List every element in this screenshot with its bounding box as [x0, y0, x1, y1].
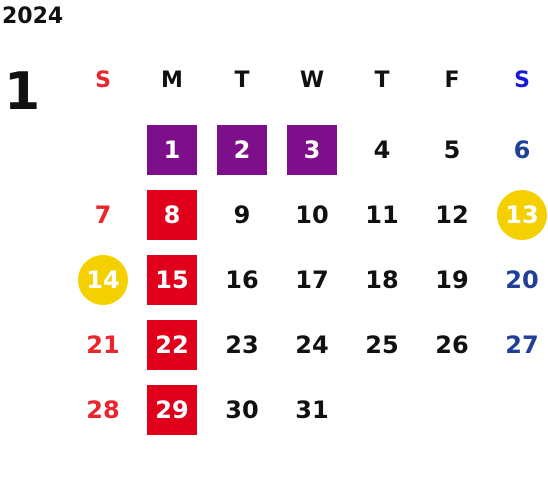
day-number: 8: [163, 201, 181, 229]
day-cell[interactable]: 16: [217, 255, 267, 305]
day-number: 22: [155, 331, 189, 359]
day-cell[interactable]: 24: [287, 320, 337, 370]
day-number: 7: [94, 201, 112, 229]
day-number: 19: [435, 266, 469, 294]
day-cell[interactable]: 8: [147, 190, 197, 240]
weekday-header: F: [444, 68, 460, 93]
weekday-header: S: [95, 68, 111, 93]
day-cell[interactable]: 15: [147, 255, 197, 305]
day-cell[interactable]: 10: [287, 190, 337, 240]
weekday-header: M: [161, 68, 183, 93]
day-cell[interactable]: 1: [147, 125, 197, 175]
day-cell[interactable]: 7: [78, 190, 128, 240]
day-number: 18: [365, 266, 399, 294]
weekday-header: S: [514, 68, 530, 93]
day-cell[interactable]: 31: [287, 385, 337, 435]
day-number: 16: [225, 266, 259, 294]
day-number: 9: [233, 201, 251, 229]
day-cell[interactable]: 27: [497, 320, 547, 370]
day-number: 17: [295, 266, 329, 294]
day-cell[interactable]: 23: [217, 320, 267, 370]
day-number: 30: [225, 396, 259, 424]
day-cell[interactable]: 25: [357, 320, 407, 370]
day-cell[interactable]: 19: [427, 255, 477, 305]
day-cell[interactable]: 2: [217, 125, 267, 175]
day-cell[interactable]: 28: [78, 385, 128, 435]
day-number: 24: [295, 331, 329, 359]
day-number: 10: [295, 201, 329, 229]
year-label: 2024: [2, 4, 64, 29]
day-number: 29: [155, 396, 189, 424]
day-number: 3: [303, 136, 321, 164]
day-cell[interactable]: 30: [217, 385, 267, 435]
day-cell[interactable]: 17: [287, 255, 337, 305]
day-number: 14: [86, 266, 120, 294]
day-cell[interactable]: 26: [427, 320, 477, 370]
day-cell[interactable]: 9: [217, 190, 267, 240]
day-cell[interactable]: 18: [357, 255, 407, 305]
day-cell[interactable]: 3: [287, 125, 337, 175]
day-number: 2: [233, 136, 251, 164]
day-cell[interactable]: 21: [78, 320, 128, 370]
day-cell[interactable]: 29: [147, 385, 197, 435]
day-cell[interactable]: 4: [357, 125, 407, 175]
day-number: 31: [295, 396, 329, 424]
day-number: 25: [365, 331, 399, 359]
day-cell[interactable]: 22: [147, 320, 197, 370]
day-number: 11: [365, 201, 399, 229]
day-cell[interactable]: 6: [497, 125, 547, 175]
day-number: 26: [435, 331, 469, 359]
day-number: 23: [225, 331, 259, 359]
day-cell[interactable]: 20: [497, 255, 547, 305]
day-number: 13: [505, 201, 539, 229]
day-number: 21: [86, 331, 120, 359]
weekday-header: W: [299, 68, 325, 93]
day-number: 6: [513, 136, 531, 164]
day-cell[interactable]: 5: [427, 125, 477, 175]
day-number: 5: [443, 136, 461, 164]
day-number: 20: [505, 266, 539, 294]
day-number: 12: [435, 201, 469, 229]
day-cell[interactable]: 12: [427, 190, 477, 240]
day-number: 4: [373, 136, 391, 164]
day-cell[interactable]: 11: [357, 190, 407, 240]
day-number: 15: [155, 266, 189, 294]
day-number: 1: [163, 136, 181, 164]
day-cell[interactable]: 13: [497, 190, 547, 240]
month-number: 1: [4, 62, 41, 122]
weekday-header: T: [234, 68, 250, 93]
day-number: 28: [86, 396, 120, 424]
day-number: 27: [505, 331, 539, 359]
day-cell[interactable]: 14: [78, 255, 128, 305]
weekday-header: T: [374, 68, 390, 93]
